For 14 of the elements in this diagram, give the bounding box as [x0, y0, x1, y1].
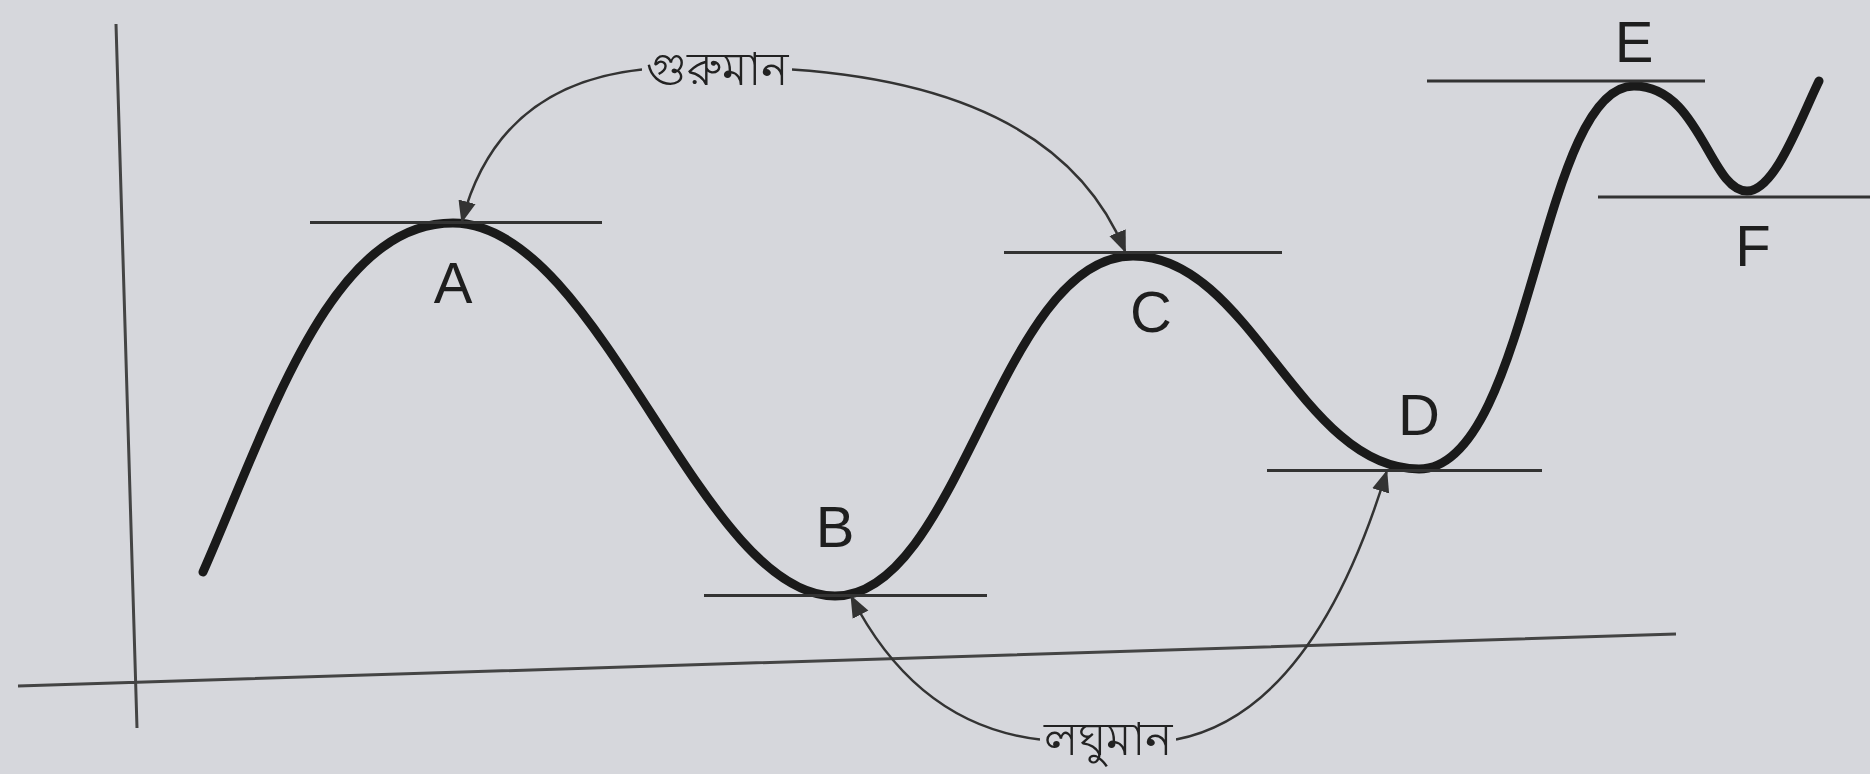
point-label: E — [1614, 13, 1654, 71]
leader-arrow — [791, 68, 1127, 253]
point-label: B — [815, 498, 855, 556]
point-label: C — [1130, 283, 1172, 341]
point-label: D — [1398, 386, 1440, 444]
leader-arrow — [459, 68, 643, 224]
leader-arrow — [1175, 469, 1389, 741]
point-label: F — [1735, 217, 1771, 275]
point-label: A — [433, 254, 473, 312]
leader-arrow — [850, 595, 1041, 741]
tangent-line — [310, 221, 602, 224]
tangent-line — [1267, 469, 1542, 472]
tangent-line — [704, 594, 987, 597]
tangent-line — [1004, 251, 1282, 254]
